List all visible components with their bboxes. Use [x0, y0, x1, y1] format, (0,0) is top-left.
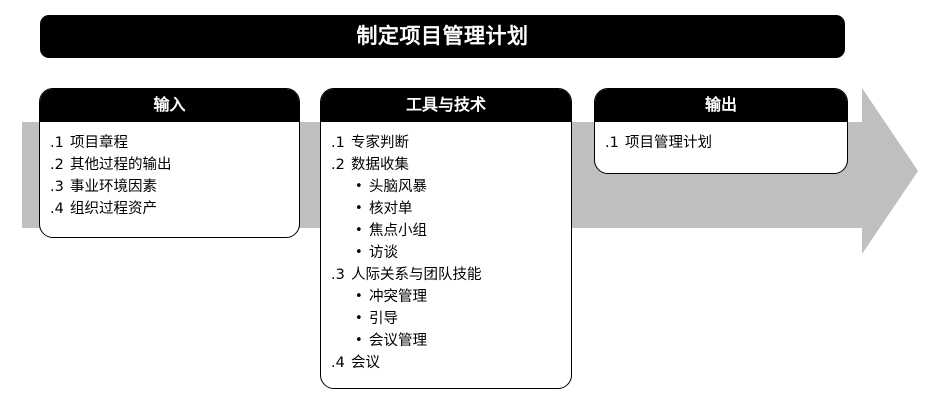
item-number: .3 — [50, 179, 64, 195]
sub-list-item: • 访谈 — [331, 242, 565, 264]
page-title: 制定项目管理计划 — [356, 24, 529, 48]
item-number: .2 — [50, 157, 64, 173]
item-number: .2 — [331, 157, 345, 173]
item-label: 其他过程的输出 — [70, 157, 172, 173]
sub-item-label: 头脑风暴 — [369, 179, 427, 195]
item-number: .1 — [605, 135, 619, 151]
sub-list-item: • 会议管理 — [331, 330, 565, 352]
list-item: .3 人际关系与团队技能 — [331, 264, 565, 286]
sub-list-item: • 焦点小组 — [331, 220, 565, 242]
bullet-icon: • — [355, 179, 363, 194]
column-outputs: 输出 .1 项目管理计划 — [594, 88, 848, 174]
sub-item-label: 核对单 — [369, 201, 413, 217]
column-body-inputs: .1 项目章程 .2 其他过程的输出 .3 事业环境因素 .4 组织过程资产 — [40, 122, 299, 228]
item-number: .4 — [331, 355, 345, 371]
column-header-tools-and-techniques: 工具与技术 — [321, 89, 571, 122]
bullet-icon: • — [355, 201, 363, 216]
item-label: 数据收集 — [351, 157, 409, 173]
list-item: .2 数据收集 — [331, 154, 565, 176]
list-item: .1 项目章程 — [50, 132, 293, 154]
column-header-outputs: 输出 — [595, 89, 847, 122]
diagram-title-bar: 制定项目管理计划 — [40, 15, 845, 58]
item-label: 事业环境因素 — [70, 179, 157, 195]
item-label: 项目章程 — [70, 135, 128, 151]
item-number: .4 — [50, 201, 64, 217]
bullet-icon: • — [355, 245, 363, 260]
bullet-icon: • — [355, 223, 363, 238]
column-header-label: 输出 — [704, 95, 737, 114]
sub-list-item: • 核对单 — [331, 198, 565, 220]
sub-list-item: • 冲突管理 — [331, 286, 565, 308]
list-item: .1 项目管理计划 — [605, 132, 841, 154]
item-number: .3 — [331, 267, 345, 283]
sub-item-label: 焦点小组 — [369, 223, 427, 239]
bullet-icon: • — [355, 333, 363, 348]
list-item: .4 组织过程资产 — [50, 198, 293, 220]
sub-item-label: 访谈 — [369, 245, 398, 261]
sub-item-label: 冲突管理 — [369, 289, 427, 305]
item-label: 会议 — [351, 355, 380, 371]
sub-list-item: • 引导 — [331, 308, 565, 330]
column-tools-and-techniques: 工具与技术 .1 专家判断 .2 数据收集 • 头脑风暴 • 核对单 • 焦点小… — [320, 88, 572, 389]
sub-list-item: • 头脑风暴 — [331, 176, 565, 198]
column-body-outputs: .1 项目管理计划 — [595, 122, 847, 162]
list-item: .1 专家判断 — [331, 132, 565, 154]
bullet-icon: • — [355, 311, 363, 326]
item-label: 组织过程资产 — [70, 201, 157, 217]
sub-item-label: 引导 — [369, 311, 398, 327]
column-body-tools-and-techniques: .1 专家判断 .2 数据收集 • 头脑风暴 • 核对单 • 焦点小组 • 访谈 — [321, 122, 571, 382]
column-header-label: 工具与技术 — [405, 95, 486, 114]
item-label: 人际关系与团队技能 — [351, 267, 482, 283]
item-label: 专家判断 — [351, 135, 409, 151]
item-number: .1 — [331, 135, 345, 151]
item-label: 项目管理计划 — [625, 135, 712, 151]
sub-item-label: 会议管理 — [369, 333, 427, 349]
column-header-inputs: 输入 — [40, 89, 299, 122]
list-item: .3 事业环境因素 — [50, 176, 293, 198]
list-item: .4 会议 — [331, 352, 565, 374]
item-number: .1 — [50, 135, 64, 151]
list-item: .2 其他过程的输出 — [50, 154, 293, 176]
bullet-icon: • — [355, 289, 363, 304]
column-inputs: 输入 .1 项目章程 .2 其他过程的输出 .3 事业环境因素 .4 组织过程资… — [39, 88, 300, 238]
column-header-label: 输入 — [153, 95, 186, 114]
